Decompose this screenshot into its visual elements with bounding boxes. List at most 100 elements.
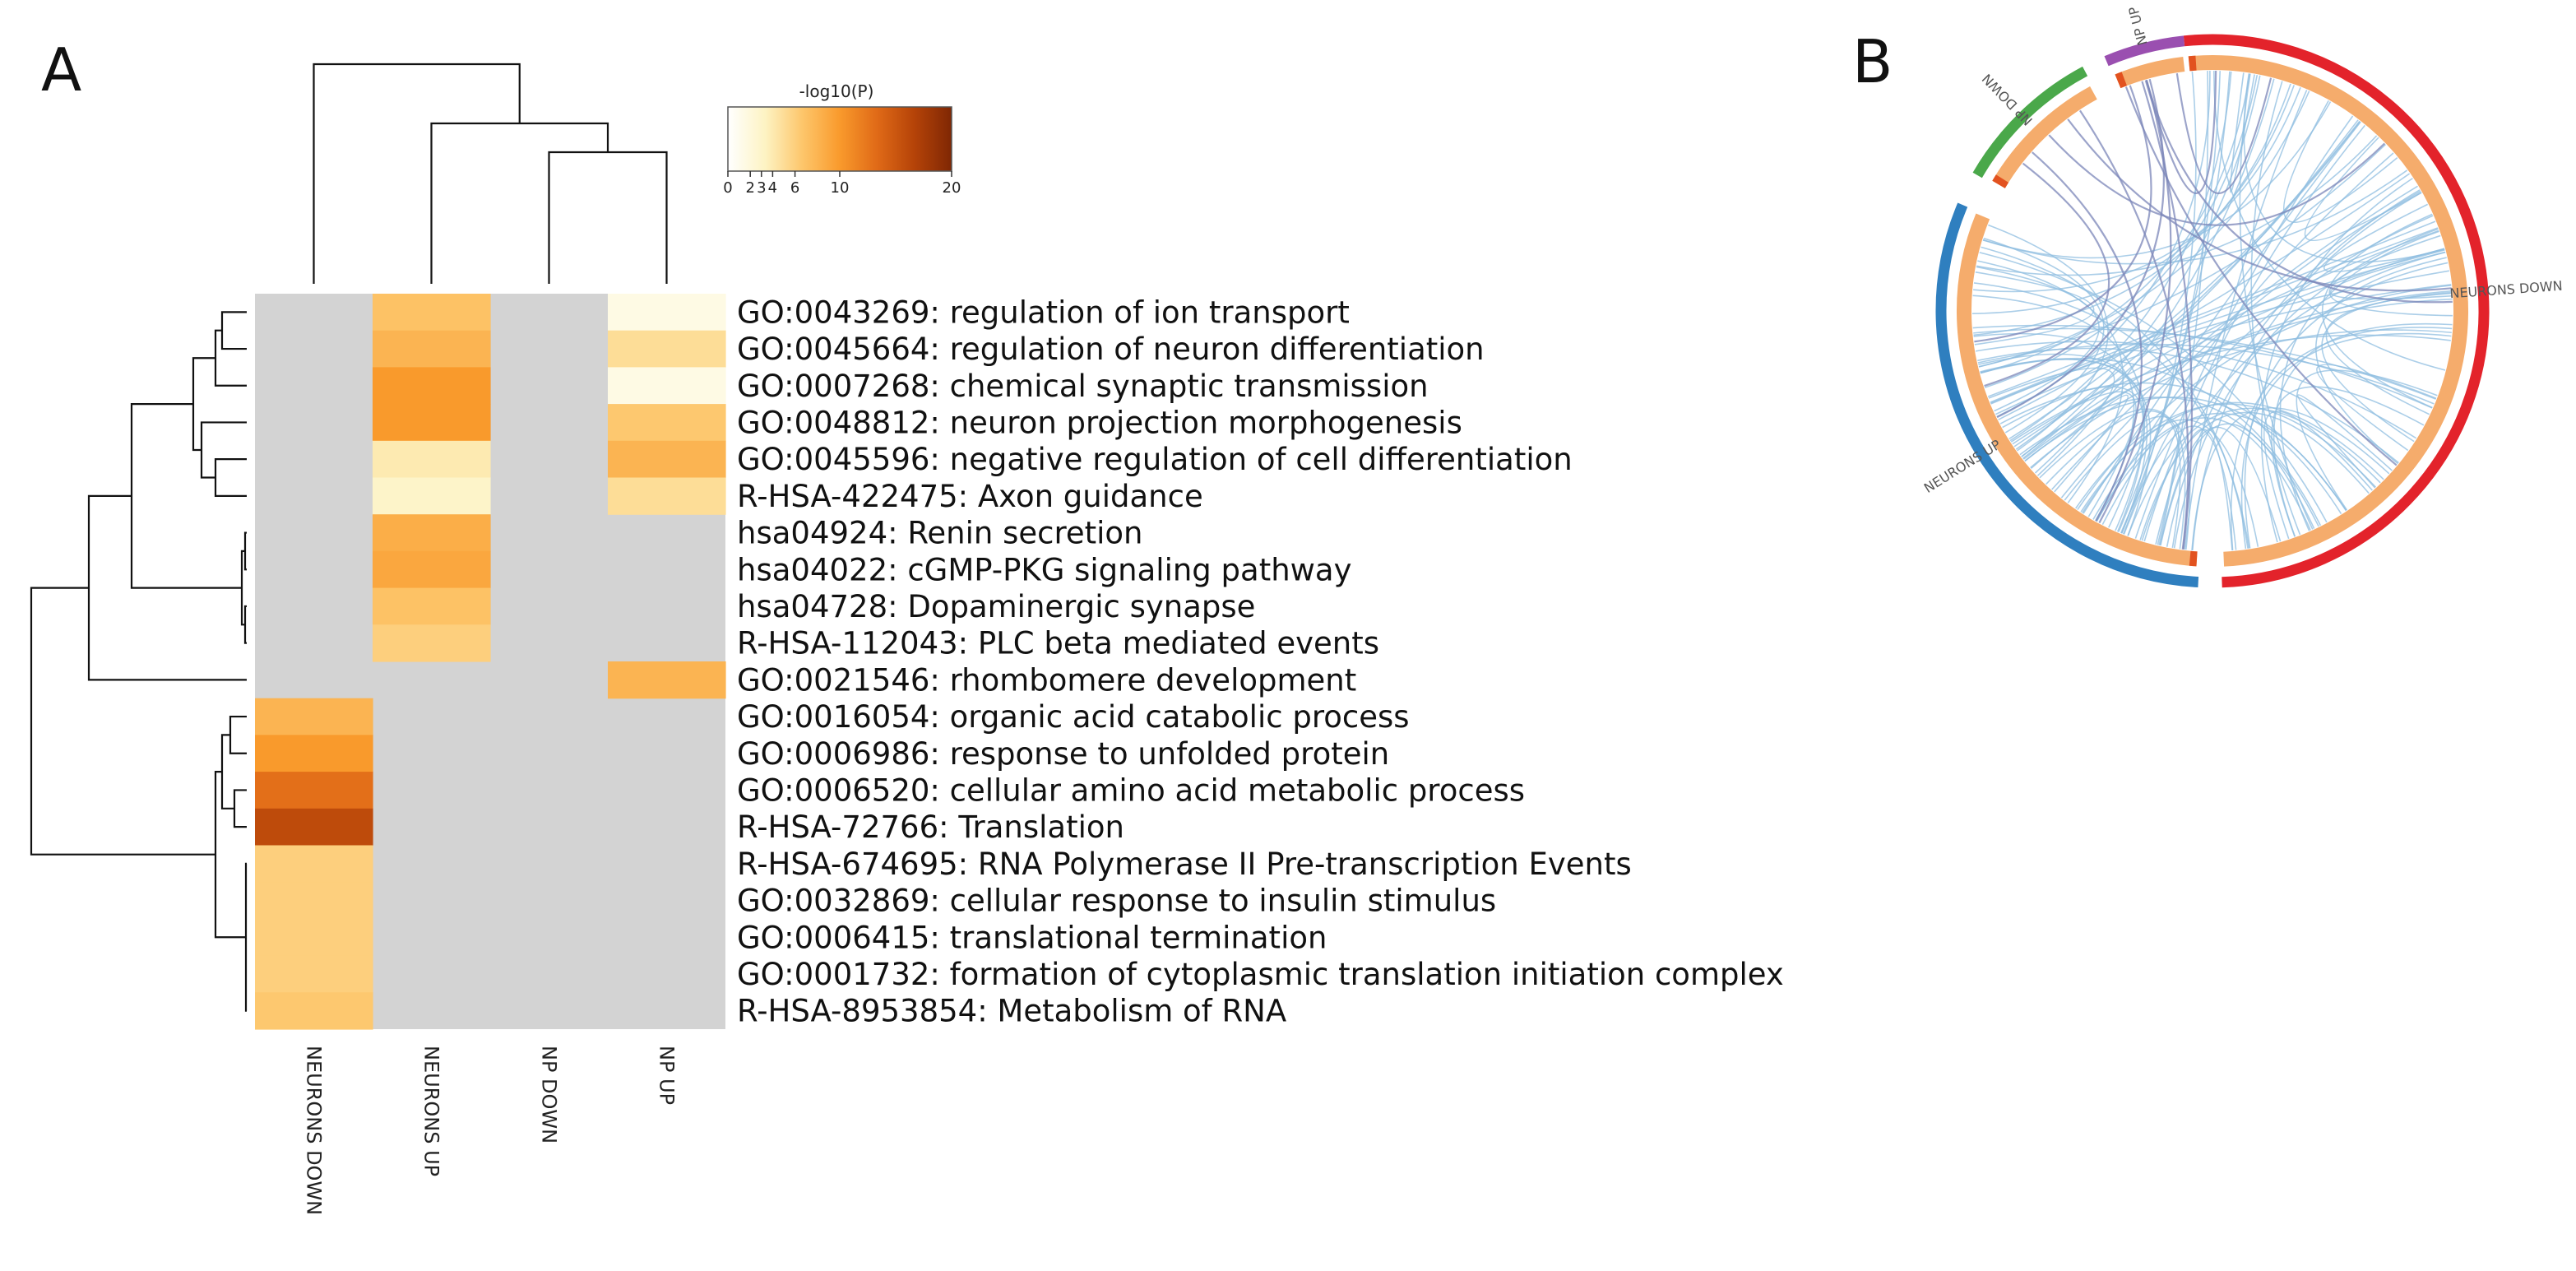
heatmap-cell (255, 845, 373, 883)
legend-tick-label: 10 (831, 179, 850, 197)
circos-link (1983, 237, 2105, 434)
circos-link (2304, 137, 2422, 241)
circos-link (1976, 266, 2100, 412)
circos-link (2083, 121, 2361, 514)
circos-link (1987, 220, 2436, 397)
circos-link (2316, 364, 2437, 452)
circos-link (1982, 101, 2332, 259)
panel-b-label: B (1852, 27, 1893, 96)
row-dendrogram (30, 311, 248, 1012)
heatmap-cell (373, 514, 491, 552)
circos-link (1978, 353, 2148, 534)
circos-link (2141, 81, 2194, 550)
circos-link (2067, 118, 2452, 292)
heatmap-cell (373, 440, 491, 479)
circos-link (2250, 81, 2301, 536)
circos-link (2263, 411, 2373, 540)
circos-inner-arc-neurons-up (1957, 213, 2198, 567)
row-label: GO:0045596: negative regulation of cell … (737, 442, 1573, 477)
circos-link (2060, 190, 2421, 499)
heatmap-cell (255, 992, 373, 1030)
circos-link (2141, 251, 2446, 541)
row-label: GO:0021546: rhombomere development (737, 662, 1356, 698)
circos-link (1975, 341, 2417, 439)
circos-link (2124, 86, 2398, 466)
circos-label: NP DOWN (1979, 71, 2036, 128)
circos-link (1974, 85, 2152, 343)
circos-link (2279, 230, 2439, 531)
circos-link (2175, 73, 2273, 194)
circos-links (1972, 71, 2453, 551)
legend-colorbar (727, 106, 952, 172)
legend-tick-label: 2 (745, 179, 754, 197)
dendrogram-link (214, 329, 247, 387)
circos-link (2144, 71, 2217, 194)
row-label: hsa04728: Dopaminergic synapse (737, 589, 1255, 624)
circos-link (1984, 162, 2110, 387)
circos-link (1988, 367, 2115, 476)
circos-link (2282, 100, 2398, 223)
circos-link (2315, 257, 2447, 465)
circos-link (1972, 295, 2145, 532)
circos-arc-neurons-up (1935, 202, 2199, 588)
heatmap-cell (608, 477, 726, 515)
dendrogram-link (430, 122, 609, 284)
circos-link (2024, 397, 2342, 514)
circos-link (2321, 213, 2433, 409)
circos-link (2012, 391, 2137, 517)
column-dendrogram (313, 63, 668, 284)
heatmap-cell (608, 367, 726, 405)
circos-link (1990, 270, 2450, 404)
column-label: NP DOWN (538, 1046, 561, 1143)
heatmap-cell (373, 587, 491, 625)
circos-link (1999, 382, 2347, 512)
row-label: GO:0045664: regulation of neuron differe… (737, 332, 1485, 367)
circos-link (2158, 71, 2209, 545)
row-label: R-HSA-422475: Axon guidance (737, 479, 1203, 514)
circos-link (2030, 394, 2129, 493)
row-label: GO:0006520: cellular amino acid metaboli… (737, 772, 1525, 808)
circos-link (2048, 134, 2386, 226)
legend-tick-label: 4 (768, 179, 777, 197)
circos-link (2329, 251, 2453, 300)
legend-tick-label: 6 (790, 179, 799, 197)
circos-marker (2188, 55, 2197, 72)
circos-link (2240, 332, 2452, 550)
circos-link (2145, 79, 2453, 304)
circos-link (2123, 424, 2180, 545)
circos-link (2079, 109, 2189, 550)
row-label: GO:0043269: regulation of ion transport (737, 295, 1350, 330)
circos-arc-np-up (2104, 35, 2185, 67)
circos-link (2139, 411, 2370, 540)
circos-link (2323, 203, 2445, 273)
circos-link (2160, 423, 2315, 546)
dendrogram-link (243, 605, 247, 644)
circos-inner-arc-np-up (2115, 57, 2185, 89)
heatmap-cell (608, 440, 726, 479)
heatmap-cell (255, 698, 373, 735)
heatmap-cell (373, 367, 491, 405)
circos-link (1990, 227, 2439, 403)
column-label: NEURONS UP (420, 1046, 443, 1176)
row-label: R-HSA-674695: RNA Polymerase II Pre-tran… (737, 847, 1632, 882)
heatmap-cell (608, 404, 726, 442)
circos-link (2230, 327, 2453, 551)
circos-link (1978, 90, 2310, 368)
circos-link (2244, 262, 2449, 549)
row-label: R-HSA-112043: PLC beta mediated events (737, 626, 1379, 661)
dendrogram-link (220, 311, 247, 350)
heatmap-cell (255, 808, 373, 847)
legend-tick-label: 0 (723, 179, 732, 197)
circos-link (2039, 408, 2186, 550)
heatmap-cell (255, 735, 373, 772)
circos-link (2009, 71, 2232, 442)
circos-link (2118, 71, 2231, 533)
heatmap-cell (255, 955, 373, 993)
circos-marker (1992, 174, 2009, 188)
circos-link (2022, 119, 2359, 459)
circos-link (2213, 71, 2446, 371)
circos-link (2019, 396, 2319, 527)
